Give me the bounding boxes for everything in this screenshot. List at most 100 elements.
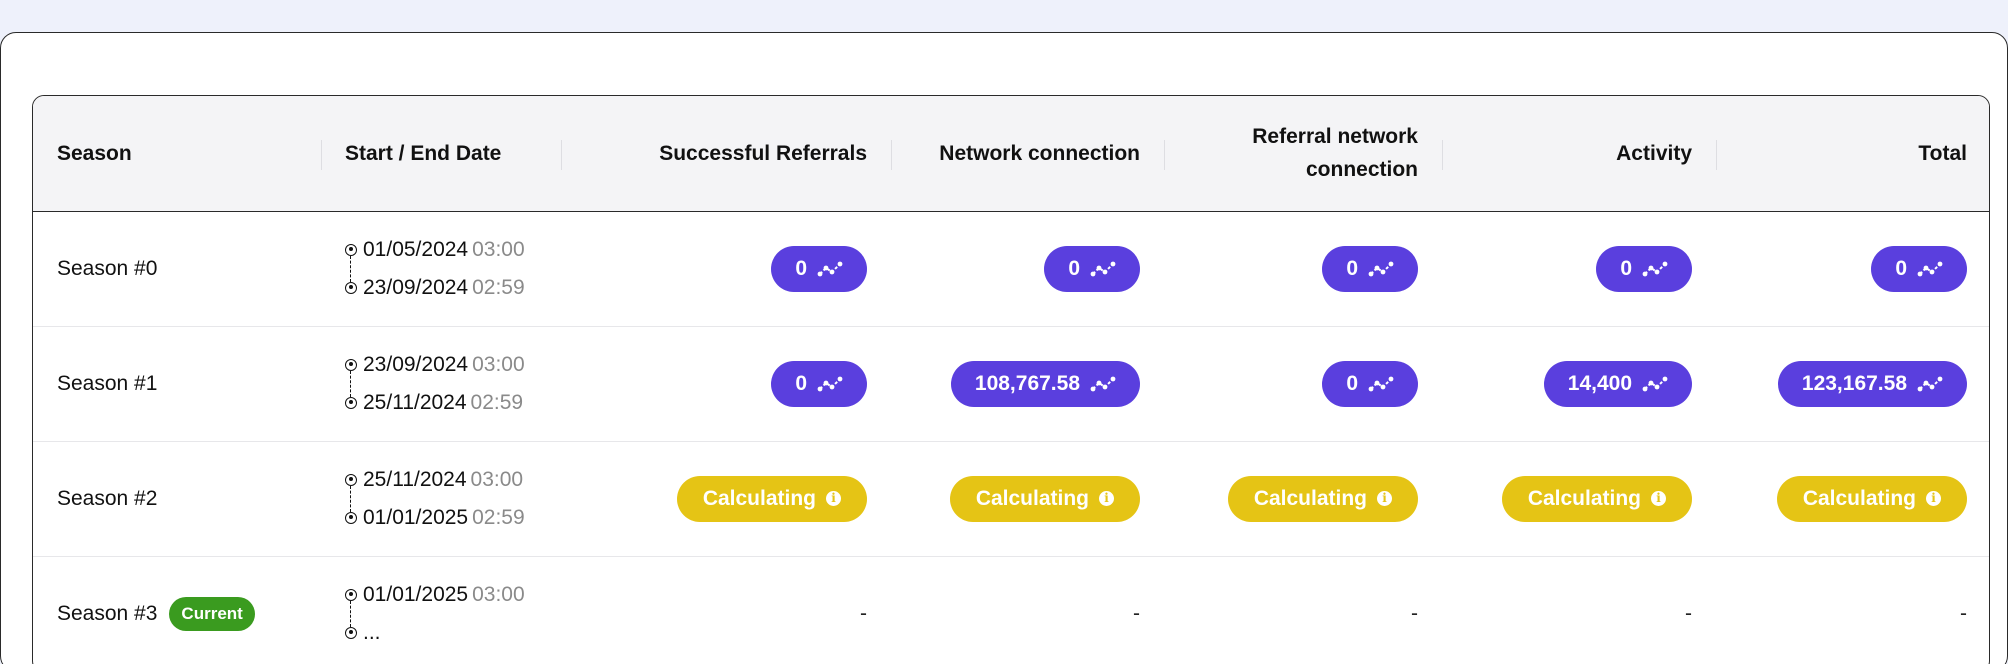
- cell-activity: 14,400: [1442, 326, 1716, 441]
- empty-value: -: [1133, 601, 1140, 625]
- season-name: Season #0: [57, 256, 158, 280]
- radio-dot-icon: [345, 511, 357, 524]
- seasons-card: Season Start / End Date Successful Refer…: [0, 32, 2008, 664]
- radio-dot-icon: [345, 396, 357, 409]
- cell-successful-referrals: 0: [561, 326, 891, 441]
- radio-dot-icon: [345, 281, 357, 294]
- empty-value: -: [1685, 601, 1692, 625]
- cell-network-connection: 108,767.58: [891, 326, 1164, 441]
- value-pill[interactable]: 123,167.58: [1777, 360, 1967, 407]
- header-season[interactable]: Season: [57, 141, 132, 165]
- season-name: Season #1: [57, 371, 158, 395]
- trend-chart-icon: [817, 376, 843, 391]
- value-pill[interactable]: 14,400: [1543, 360, 1692, 407]
- cell-referral-network-connection: -: [1164, 556, 1442, 664]
- trend-chart-icon: [1368, 261, 1394, 276]
- trend-chart-icon: [1917, 261, 1943, 276]
- cell-referral-network-connection: 0: [1164, 326, 1442, 441]
- radio-dot-icon: [345, 626, 357, 639]
- radio-dot-icon: [345, 473, 357, 486]
- cell-successful-referrals: 0: [561, 211, 891, 326]
- radio-dot-icon: [345, 243, 357, 256]
- value-pill[interactable]: 0: [1322, 245, 1418, 292]
- value-pill[interactable]: 0: [771, 360, 867, 407]
- season-cell: Season #3 Current: [33, 556, 321, 664]
- cell-referral-network-connection: 0: [1164, 211, 1442, 326]
- info-icon[interactable]: i: [1099, 491, 1114, 506]
- trend-chart-icon: [1642, 376, 1668, 391]
- value-pill[interactable]: 108,767.58: [950, 360, 1140, 407]
- cell-activity: -: [1442, 556, 1716, 664]
- timeline-connector: [350, 255, 351, 282]
- radio-dot-icon: [345, 358, 357, 371]
- value-pill[interactable]: 0: [1596, 245, 1692, 292]
- season-name: Season #3: [57, 601, 158, 625]
- header-referral-network-connection[interactable]: Referral network connection: [1164, 96, 1442, 211]
- trend-chart-icon: [1642, 261, 1668, 276]
- seasons-table-container: Season Start / End Date Successful Refer…: [32, 95, 1990, 664]
- trend-chart-icon: [1368, 376, 1394, 391]
- timeline-connector: [350, 600, 351, 627]
- season-cell: Season #0: [33, 211, 321, 326]
- trend-chart-icon: [1090, 376, 1116, 391]
- header-network-connection[interactable]: Network connection: [891, 96, 1164, 211]
- value-pill[interactable]: 0: [1322, 360, 1418, 407]
- radio-dot-icon: [345, 588, 357, 601]
- cell-total: 0: [1716, 211, 1989, 326]
- value-pill[interactable]: 0: [1044, 245, 1140, 292]
- trend-chart-icon: [817, 261, 843, 276]
- season-cell: Season #1: [33, 326, 321, 441]
- cell-network-connection: 0: [891, 211, 1164, 326]
- current-badge: Current: [169, 596, 255, 631]
- empty-value: -: [1960, 601, 1967, 625]
- season-name: Season #2: [57, 486, 158, 510]
- info-icon[interactable]: i: [1926, 491, 1941, 506]
- season-cell: Season #2: [33, 441, 321, 556]
- cell-network-connection: -: [891, 556, 1164, 664]
- header-total[interactable]: Total: [1716, 96, 1989, 211]
- header-successful-referrals[interactable]: Successful Referrals: [561, 96, 891, 211]
- info-icon[interactable]: i: [1377, 491, 1392, 506]
- seasons-table: Season Start / End Date Successful Refer…: [33, 96, 1989, 664]
- timeline-connector: [350, 370, 351, 397]
- trend-chart-icon: [1917, 376, 1943, 391]
- header-activity[interactable]: Activity: [1442, 96, 1716, 211]
- header-start-end-date[interactable]: Start / End Date: [321, 96, 561, 211]
- end-date: ...: [363, 620, 381, 644]
- cell-successful-referrals: -: [561, 556, 891, 664]
- cell-activity: 0: [1442, 211, 1716, 326]
- info-icon[interactable]: i: [1651, 491, 1666, 506]
- empty-value: -: [860, 601, 867, 625]
- cell-total: -: [1716, 556, 1989, 664]
- empty-value: -: [1411, 601, 1418, 625]
- cell-total: 123,167.58: [1716, 326, 1989, 441]
- value-pill[interactable]: 0: [1871, 245, 1967, 292]
- timeline-connector: [350, 485, 351, 512]
- value-pill[interactable]: 0: [771, 245, 867, 292]
- info-icon[interactable]: i: [826, 491, 841, 506]
